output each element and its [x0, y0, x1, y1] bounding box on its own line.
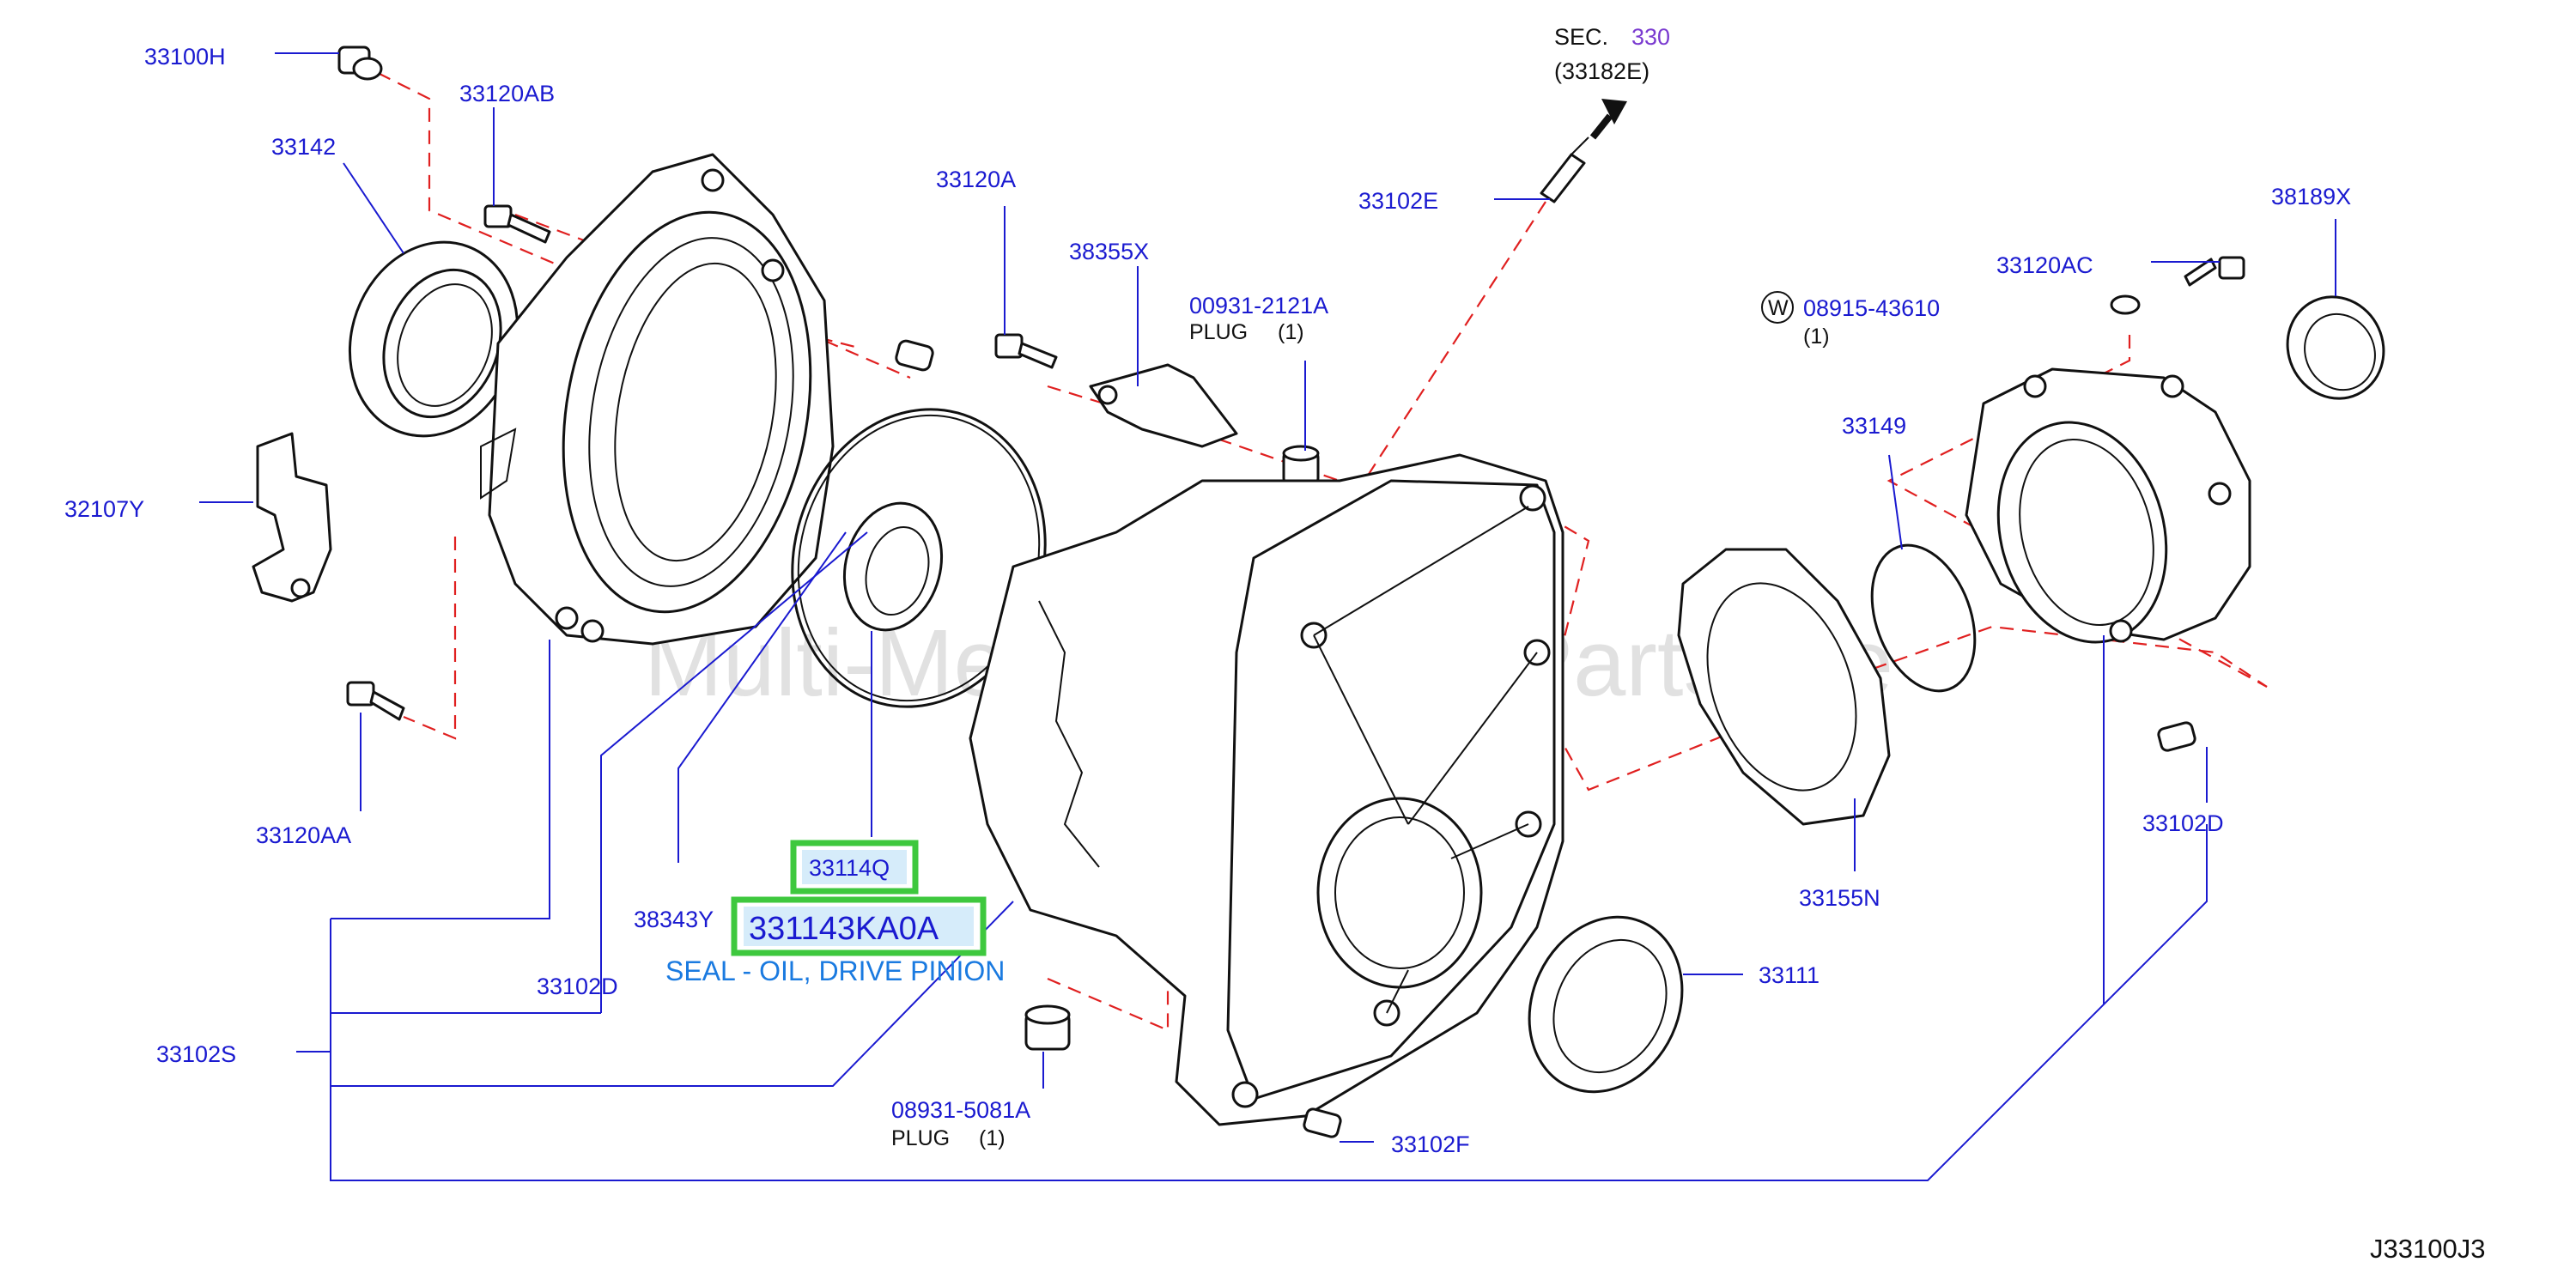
washer-mark-circle [1761, 291, 1794, 324]
label-38343Y[interactable]: 38343Y [634, 907, 714, 932]
label-sec-prefix: SEC. [1554, 24, 1608, 50]
label-33102S[interactable]: 33102S [156, 1041, 236, 1067]
label-33120A[interactable]: 33120A [936, 167, 1016, 192]
part-08931-5081A-plug [1024, 1004, 1071, 1051]
section-arrow [1589, 99, 1627, 140]
left-adapter-housing [480, 153, 835, 646]
label-33111[interactable]: 33111 [1759, 962, 1820, 988]
label-32107Y[interactable]: 32107Y [64, 496, 144, 522]
right-rear-housing [1965, 367, 2251, 644]
leader-lines [199, 52, 2336, 1181]
label-08915-qty: (1) [1803, 325, 1830, 349]
label-sec-number[interactable]: 330 [1631, 24, 1670, 50]
label-33100H[interactable]: 33100H [144, 44, 226, 70]
label-33149[interactable]: 33149 [1842, 413, 1906, 439]
highlight-33114Q[interactable]: 33114Q [790, 840, 919, 895]
label-33155N[interactable]: 33155N [1799, 885, 1880, 911]
label-33102E[interactable]: 33102E [1358, 188, 1438, 214]
part-33102D-dowel-left [895, 339, 934, 372]
part-33120AC-bolt [2184, 256, 2245, 287]
part-labels: 33100H 33120AB 33142 32107Y 33120AA 3312… [64, 24, 2485, 1264]
part-33120AA-bolt [346, 681, 405, 721]
label-08931-plug: PLUG [891, 1126, 950, 1150]
label-38189X[interactable]: 38189X [2271, 184, 2351, 209]
part-38189X-seal [2286, 295, 2385, 400]
part-33114Q-seal [842, 501, 944, 632]
transfer-case-main-housing [969, 453, 1564, 1126]
part-33155N-gasket [1677, 548, 1891, 826]
label-08931-5081A[interactable]: 08931-5081A [891, 1097, 1030, 1123]
part-33142-oil-seal [348, 240, 519, 438]
label-00931-2121A[interactable]: 00931-2121A [1189, 293, 1328, 318]
diagram-code: J33100J3 [2370, 1234, 2485, 1264]
label-33102D-left[interactable]: 33102D [537, 974, 618, 999]
label-00931-plug: PLUG [1189, 320, 1248, 344]
label-33102F[interactable]: 33102F [1391, 1131, 1470, 1157]
part-33100H-breather [337, 46, 383, 81]
label-33102D-right[interactable]: 33102D [2142, 810, 2224, 836]
part-08915-43610-washer [2110, 294, 2141, 315]
label-33142[interactable]: 33142 [271, 134, 336, 160]
label-33120AC[interactable]: 33120AC [1996, 252, 2093, 278]
part-32107Y-bracket [252, 432, 332, 603]
label-00931-qty: (1) [1278, 320, 1304, 344]
label-08931-qty: (1) [979, 1126, 1005, 1150]
label-38355X[interactable]: 38355X [1069, 239, 1149, 264]
part-33102D-dowel-right [2157, 721, 2196, 752]
highlight-selected-part[interactable]: 331143KA0A SEAL - OIL, DRIVE PINION [665, 896, 1005, 986]
highlight-part-description: SEAL - OIL, DRIVE PINION [665, 956, 1005, 986]
part-33102F-dowel [1303, 1107, 1342, 1138]
part-00931-2121A-plug [1282, 445, 1320, 487]
part-38355X-bracket [1089, 363, 1238, 448]
highlight-part-number[interactable]: 331143KA0A [749, 911, 939, 947]
part-33102E-breather-tube [1540, 136, 1589, 203]
label-08915-43610[interactable]: 08915-43610 [1803, 295, 1940, 321]
part-33111-oil-seal [1528, 915, 1684, 1094]
label-sec-ref: (33182E) [1554, 58, 1649, 84]
label-33120AB[interactable]: 33120AB [459, 81, 555, 106]
label-33114Q[interactable]: 33114Q [809, 855, 890, 881]
part-33149-o-ring [1870, 543, 1977, 693]
part-33120A-bolt [994, 333, 1058, 369]
label-33120AA[interactable]: 33120AA [256, 822, 351, 848]
label-w-mark: W [1768, 296, 1789, 320]
part-33120AB-bolt [483, 204, 551, 244]
